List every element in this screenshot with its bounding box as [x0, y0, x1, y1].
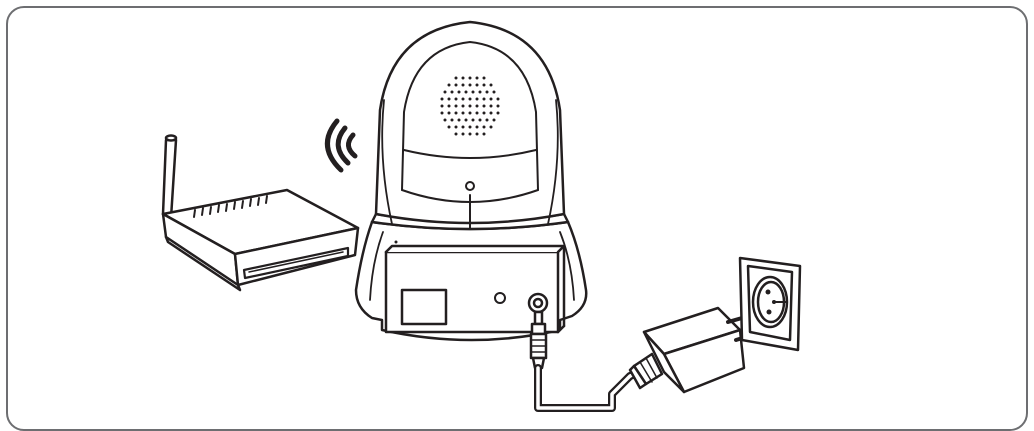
power-outlet-icon — [738, 256, 802, 352]
dc-plug — [529, 310, 548, 370]
cable-icon — [534, 364, 644, 412]
wifi-signal-icon — [325, 118, 358, 173]
speaker-grille — [440, 76, 500, 136]
router-icon — [161, 134, 360, 292]
camera-icon — [354, 20, 588, 342]
